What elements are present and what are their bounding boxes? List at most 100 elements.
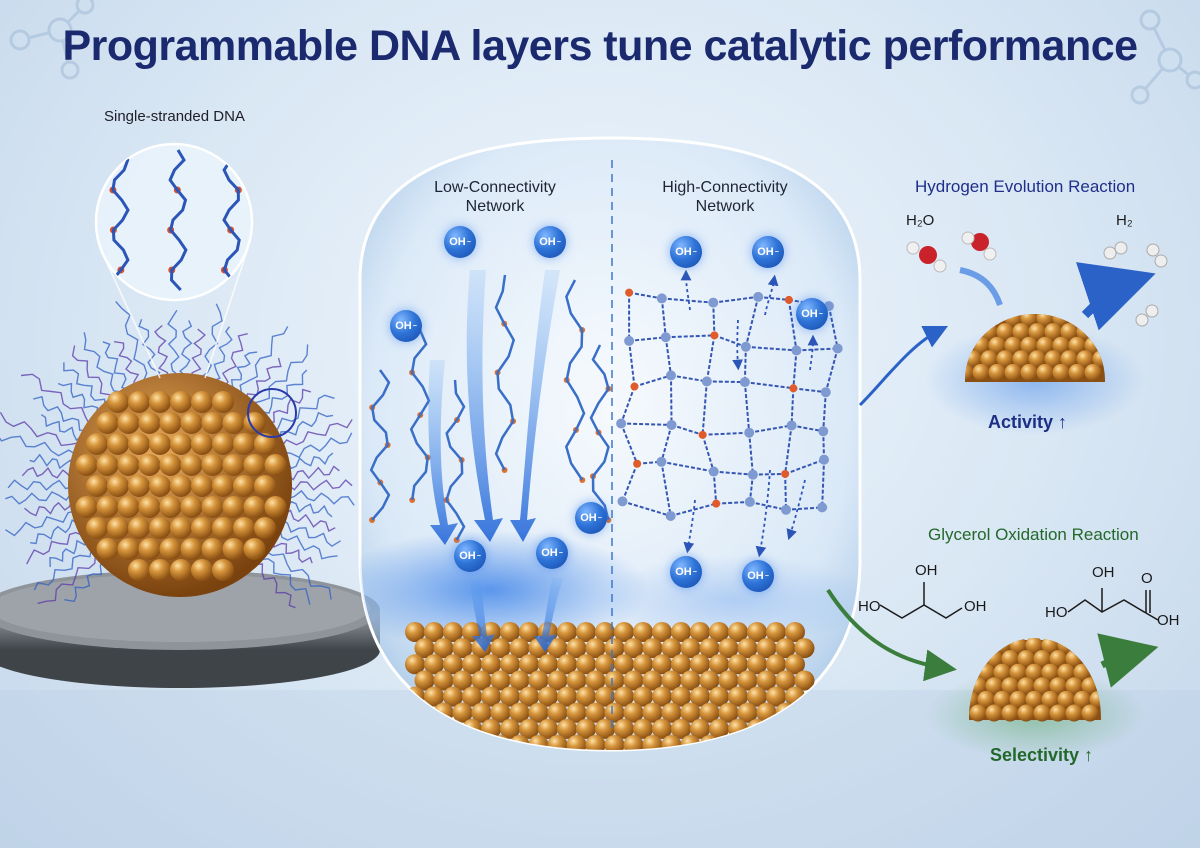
gold-atom — [965, 363, 974, 381]
gold-atom — [972, 314, 990, 327]
gold-atom — [680, 638, 701, 659]
dna-strand — [20, 373, 91, 426]
gold-atom — [557, 686, 577, 707]
gold-atom — [159, 454, 182, 476]
gold-atom — [424, 654, 444, 675]
crosslink — [629, 336, 666, 342]
crosslink — [620, 423, 639, 465]
gold-atom — [191, 517, 213, 539]
gold-atom — [1073, 690, 1091, 708]
dna-strand — [210, 326, 233, 383]
gold-atom — [128, 559, 150, 581]
crosslink — [822, 431, 826, 460]
dna-strand — [64, 560, 104, 603]
selectivity-label: Selectivity ↑ — [990, 745, 1094, 765]
gold-atom — [652, 622, 672, 642]
gold-atom — [191, 433, 213, 455]
gold-atom — [969, 704, 987, 722]
gold-atom — [737, 638, 758, 659]
gold-atom — [500, 686, 520, 707]
dna-strand — [198, 303, 223, 380]
crosslink — [701, 381, 708, 435]
mesh-node — [832, 343, 843, 354]
gold-atom — [718, 670, 739, 691]
ssdna-strand — [222, 149, 242, 291]
dna-strand — [40, 414, 85, 442]
gold-atom — [107, 433, 129, 455]
gold-atom — [1017, 650, 1035, 668]
gold-atom — [1060, 350, 1078, 368]
gold-atom — [452, 702, 473, 723]
ion-charge: − — [774, 248, 779, 256]
gold-atom — [528, 702, 549, 723]
gold-atom — [86, 433, 108, 455]
gold-atom — [728, 686, 748, 707]
gold-atom — [547, 702, 568, 723]
her-gold-dome — [965, 314, 1105, 381]
gold-atom — [1025, 690, 1043, 708]
crosslink — [621, 463, 639, 502]
gold-atom — [671, 718, 691, 739]
gold-atom — [1017, 704, 1035, 722]
gold-atom — [138, 538, 161, 560]
gold-atom — [201, 454, 224, 476]
gold-atom — [1057, 663, 1075, 681]
crosslink — [702, 431, 750, 436]
gold-atom — [576, 654, 596, 675]
dna-strand — [71, 345, 117, 399]
gold-atom — [481, 654, 501, 675]
gold-atom — [117, 538, 140, 560]
dna-strand — [29, 453, 74, 470]
ssdna-label: Single-stranded DNA — [104, 108, 245, 125]
crosslink — [660, 424, 673, 463]
gold-atom — [180, 496, 203, 518]
gold-atom — [443, 622, 463, 642]
gold-atom — [159, 412, 182, 434]
crosslink — [749, 500, 787, 511]
gold-atom — [424, 686, 444, 707]
crosslink — [744, 296, 760, 348]
gold-surface-bed — [405, 622, 815, 750]
gold-atom — [614, 686, 634, 707]
gold-atom — [699, 638, 720, 659]
low-connectivity-label: Low-Connectivity Network — [410, 178, 580, 216]
gold-atom — [471, 670, 492, 691]
gold-atom — [1084, 363, 1102, 381]
crosslink — [784, 425, 793, 475]
ssdna-strand — [494, 274, 516, 471]
gold-atom — [509, 638, 530, 659]
dna-strand — [5, 491, 73, 505]
gold-atom — [775, 638, 796, 659]
gold-atom — [623, 735, 644, 750]
dna-strand — [37, 552, 97, 605]
dna-strand — [154, 324, 170, 378]
mesh-node — [740, 341, 751, 352]
gold-atom — [490, 702, 511, 723]
gold-atom — [254, 517, 276, 539]
ion-text: OH — [459, 550, 476, 562]
gold-atom — [566, 670, 587, 691]
acid-oh-right: OH — [1157, 612, 1180, 629]
gold-atom — [1052, 363, 1070, 381]
crosslink — [713, 470, 753, 476]
dna-strand — [272, 539, 313, 564]
gold-atom — [709, 686, 729, 707]
low-connectivity-label-text: Low-Connectivity Network — [434, 179, 556, 215]
mesh-node — [666, 419, 677, 430]
dna-strand — [239, 326, 289, 397]
gold-atom — [671, 654, 691, 675]
gold-atom — [756, 670, 777, 691]
gold-atom — [988, 336, 1006, 354]
dna-strand — [284, 500, 333, 518]
gold-atom — [519, 718, 539, 739]
gold-atom — [1076, 350, 1094, 368]
gold-atom — [128, 433, 150, 455]
gold-atom — [1049, 704, 1067, 722]
ssdna-strand — [589, 344, 610, 521]
crosslink — [787, 299, 798, 351]
gold-atom — [985, 677, 1003, 695]
crosslink — [713, 295, 759, 304]
gold-atom — [452, 670, 473, 691]
gold-atom — [128, 517, 150, 539]
